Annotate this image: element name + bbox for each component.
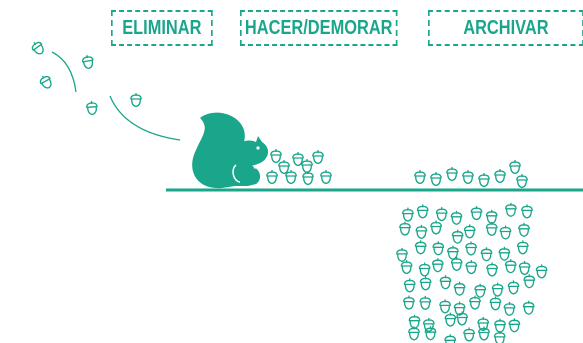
acorn-icon [485, 221, 498, 237]
acorn-icon [518, 222, 530, 237]
acorn-icon [486, 261, 498, 277]
acorn-icon [463, 223, 476, 239]
acorn-icon [462, 169, 474, 185]
acorn-icon [470, 205, 483, 221]
acorn-icon [446, 166, 458, 182]
throw-arc-large [109, 95, 181, 141]
acorn-icon [523, 273, 536, 289]
acorn-icon [478, 172, 490, 188]
acorn-icon [444, 333, 457, 343]
category-archivar-label: ARCHIVAR [463, 16, 549, 39]
category-eliminar-label: ELIMINAR [122, 16, 202, 39]
acorn-icon [489, 295, 502, 311]
acorn-icon [37, 72, 55, 91]
acorn-icon [419, 295, 432, 311]
acorn-icon [535, 263, 548, 279]
acorn-icon [499, 224, 512, 240]
acorn-icon [424, 325, 437, 341]
acorn-icon [302, 170, 314, 186]
acorn-icon [431, 257, 444, 273]
acorn-icon [408, 325, 420, 341]
acorns-in-hand [266, 148, 332, 186]
acorn-icon [81, 53, 95, 70]
acorn-icon [453, 281, 466, 296]
acorns-on-ground [414, 159, 528, 189]
acorn-icon [320, 169, 332, 185]
throw-arc-small [51, 51, 77, 93]
acorn-icon [29, 38, 47, 57]
acorn-icon [469, 294, 481, 310]
acorn-icon [507, 279, 520, 295]
acorn-icon [505, 202, 517, 217]
acorn-icon [465, 259, 478, 275]
acorn-icon [422, 317, 435, 333]
acorn-icon [301, 158, 313, 174]
acorn-icon [439, 274, 452, 290]
acorn-icon [400, 259, 413, 275]
acorn-icon [312, 149, 324, 165]
acorn-icon [270, 148, 282, 164]
category-eliminar: ELIMINAR [111, 10, 213, 46]
acorn-icon [474, 283, 487, 298]
acorn-icon [503, 301, 516, 317]
acorn-icon [278, 159, 290, 175]
acorn-icon [403, 294, 415, 310]
acorn-icon [494, 318, 506, 333]
acorn-icon [418, 261, 431, 277]
acorn-icon [408, 314, 421, 329]
acorn-icon [463, 326, 475, 342]
acorn-icon [480, 246, 493, 262]
category-hacer-demorar: HACER/DEMORAR [240, 10, 398, 46]
acorn-icon [498, 246, 511, 261]
category-hacer-demorar-label: HACER/DEMORAR [244, 16, 393, 39]
acorn-icon [432, 240, 445, 256]
acorn-icon [521, 203, 533, 219]
acorn-icon [516, 173, 528, 189]
acorn-icon [522, 300, 535, 315]
acorn-icon [130, 92, 142, 108]
acorn-icon [266, 169, 278, 185]
squirrel-icon [192, 112, 269, 189]
acorn-icon [456, 310, 468, 326]
acorn-icon [416, 203, 429, 219]
archived-acorns [396, 202, 548, 343]
acorn-icon [508, 317, 521, 333]
acorn-icon [518, 260, 531, 276]
acorn-icon [491, 281, 504, 297]
acorn-icon [444, 311, 457, 327]
acorn-icon [485, 209, 498, 224]
acorn-icon [516, 239, 529, 255]
flying-acorns [29, 38, 142, 116]
acorn-icon [439, 298, 451, 314]
acorn-icon [414, 169, 426, 185]
acorn-icon [430, 219, 442, 235]
acorn-icon [415, 224, 428, 240]
acorn-icon [402, 206, 414, 222]
acorn-icon [509, 159, 521, 175]
acorn-icon [419, 275, 432, 291]
acorn-icon [435, 206, 448, 222]
acorn-icon [414, 239, 427, 255]
acorn-icon [403, 277, 416, 293]
acorn-icon [85, 99, 99, 116]
acorn-icon [399, 220, 411, 236]
acorn-icon [450, 210, 463, 225]
acorn-icon [451, 229, 464, 244]
acorn-icon [504, 258, 517, 274]
acorn-icon [493, 330, 506, 343]
acorn-icon [430, 171, 442, 187]
acorn-icon [465, 240, 477, 256]
acorn-icon [396, 247, 408, 263]
acorn-icon [494, 168, 506, 184]
